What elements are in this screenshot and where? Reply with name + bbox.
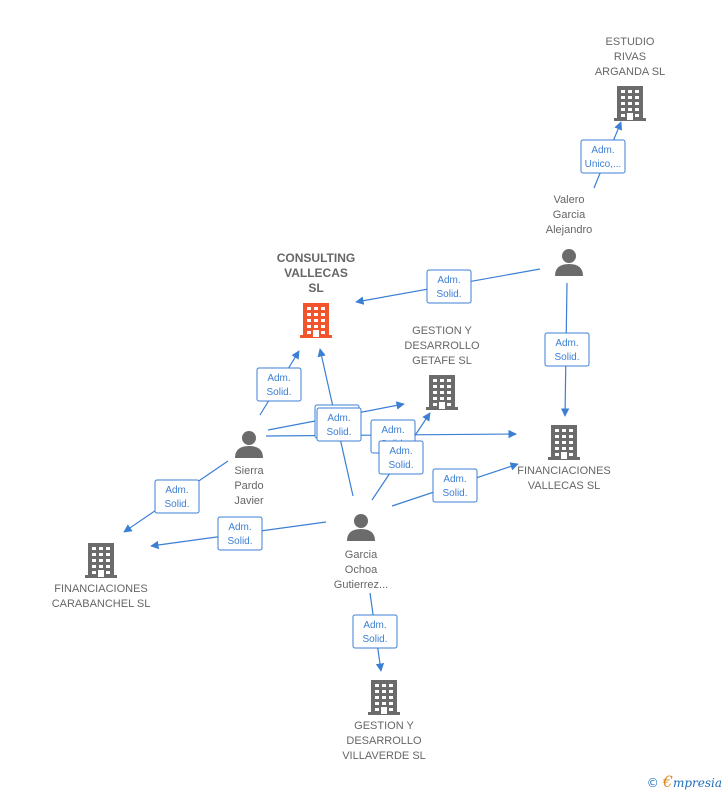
node-label: Alejandro <box>546 224 592 236</box>
edge-label-text: Solid. <box>388 460 413 471</box>
edge-label-text: Adm. <box>327 413 350 424</box>
node-fin_carabanchel[interactable]: FINANCIACIONES CARABANCHEL SL <box>52 543 151 610</box>
copyright-symbol: © <box>646 776 659 790</box>
edge-label-text: Solid. <box>362 634 387 645</box>
node-label: CONSULTING <box>277 251 355 265</box>
node-label: DESARROLLO <box>404 340 480 352</box>
edge-label-text: Solid. <box>554 352 579 363</box>
building-icon <box>548 425 580 460</box>
empresia-logo: ©€mpresia <box>647 772 722 791</box>
edge-label-text: Adm. <box>228 522 251 533</box>
node-label: Pardo <box>234 480 263 492</box>
node-label: Gutierrez... <box>334 579 388 591</box>
brand-name: mpresia <box>672 776 722 790</box>
node-gestion_getafe[interactable]: GESTION Y DESARROLLO GETAFE SL <box>404 325 480 410</box>
edge-label-text: Unico,... <box>585 159 622 170</box>
edge-label-box <box>316 407 362 442</box>
edge-label-box <box>256 367 302 402</box>
node-label: ESTUDIO <box>606 36 655 48</box>
edge-label-text: Solid. <box>442 488 467 499</box>
node-estudio[interactable]: ESTUDIO RIVAS ARGANDA SL <box>595 36 665 121</box>
node-label: DESARROLLO <box>346 735 422 747</box>
edge-label-valero-to-consulting[interactable]: Adm. Solid. <box>426 269 472 304</box>
edge-label-text: Adm. <box>555 338 578 349</box>
edge-label-box <box>217 516 263 551</box>
node-label: CARABANCHEL SL <box>52 598 151 610</box>
edge-label-box <box>432 468 478 503</box>
node-label: RIVAS <box>614 51 646 63</box>
building-icon <box>614 86 646 121</box>
edge-label-text: Adm. <box>389 446 412 457</box>
brand-initial: € <box>662 772 673 791</box>
node-label: GESTION Y <box>354 720 414 732</box>
edge-label-text: Adm. <box>443 474 466 485</box>
edge-label-text: Adm. <box>437 275 460 286</box>
edge-label-text: Solid. <box>326 427 351 438</box>
node-label: VILLAVERDE SL <box>342 750 426 762</box>
node-label: VALLECAS <box>284 266 348 280</box>
edge-label-garcia-to-fin_vallecas[interactable]: Adm. Solid. <box>432 468 478 503</box>
edge-label-sierra-to-fin_carabanchel[interactable]: Adm. Solid. <box>154 479 200 514</box>
edge-label-text: Solid. <box>266 387 291 398</box>
node-fin_vallecas[interactable]: FINANCIACIONES VALLECAS SL <box>517 425 611 492</box>
edge-label-text: Solid. <box>436 289 461 300</box>
node-label: GETAFE SL <box>412 355 472 367</box>
node-label: Javier <box>234 495 264 507</box>
person-icon <box>555 249 583 276</box>
edge-label-box <box>378 440 424 475</box>
node-label: ARGANDA SL <box>595 66 665 78</box>
node-label: Garcia <box>553 209 586 221</box>
edge-label-garcia-to-gestion_villaverde[interactable]: Adm. Solid. <box>352 614 398 649</box>
node-label: GESTION Y <box>412 325 472 337</box>
node-label: VALLECAS SL <box>528 480 601 492</box>
edge-label-sierra-to-consulting[interactable]: Adm. Solid. <box>256 367 302 402</box>
edge-label-garcia-to-gestion_getafe[interactable]: Adm. Solid. <box>378 440 424 475</box>
edge-label-text: Adm. <box>165 485 188 496</box>
building-icon <box>368 680 400 715</box>
edge-label-text: Solid. <box>164 499 189 510</box>
person-icon <box>235 431 263 458</box>
edge-label-box <box>426 269 472 304</box>
edge-label-box <box>544 332 590 367</box>
edge-label-garcia-to-consulting[interactable]: Adm. Solid. <box>316 407 362 442</box>
building-icon <box>426 375 458 410</box>
person-icon <box>347 514 375 541</box>
edge-label-garcia-to-fin_carabanchel[interactable]: Adm. Solid. <box>217 516 263 551</box>
node-label: Garcia <box>345 549 378 561</box>
edge-label-text: Adm. <box>267 373 290 384</box>
node-label: SL <box>308 281 323 295</box>
building-icon <box>300 303 332 338</box>
edge-label-text: Adm. <box>381 425 404 436</box>
edge-label-text: Solid. <box>227 536 252 547</box>
edge-label-box <box>580 139 626 174</box>
building-icon <box>85 543 117 578</box>
node-label: Sierra <box>234 465 264 477</box>
node-label: Valero <box>554 194 585 206</box>
node-label: FINANCIACIONES <box>517 465 611 477</box>
edge-label-box <box>154 479 200 514</box>
node-label: Ochoa <box>345 564 378 576</box>
edge-label-valero-to-fin_vallecas[interactable]: Adm. Solid. <box>544 332 590 367</box>
edge-label-text: Adm. <box>363 620 386 631</box>
edge-label-text: Adm. <box>591 145 614 156</box>
edge-label-valero-to-estudio[interactable]: Adm. Unico,... <box>580 139 626 174</box>
edge-label-box <box>352 614 398 649</box>
node-garcia[interactable]: GarciaOchoaGutierrez... <box>334 514 388 591</box>
node-label: FINANCIACIONES <box>54 583 148 595</box>
node-gestion_villaverde[interactable]: GESTION Y DESARROLLO VILLAVERDE SL <box>342 680 426 762</box>
